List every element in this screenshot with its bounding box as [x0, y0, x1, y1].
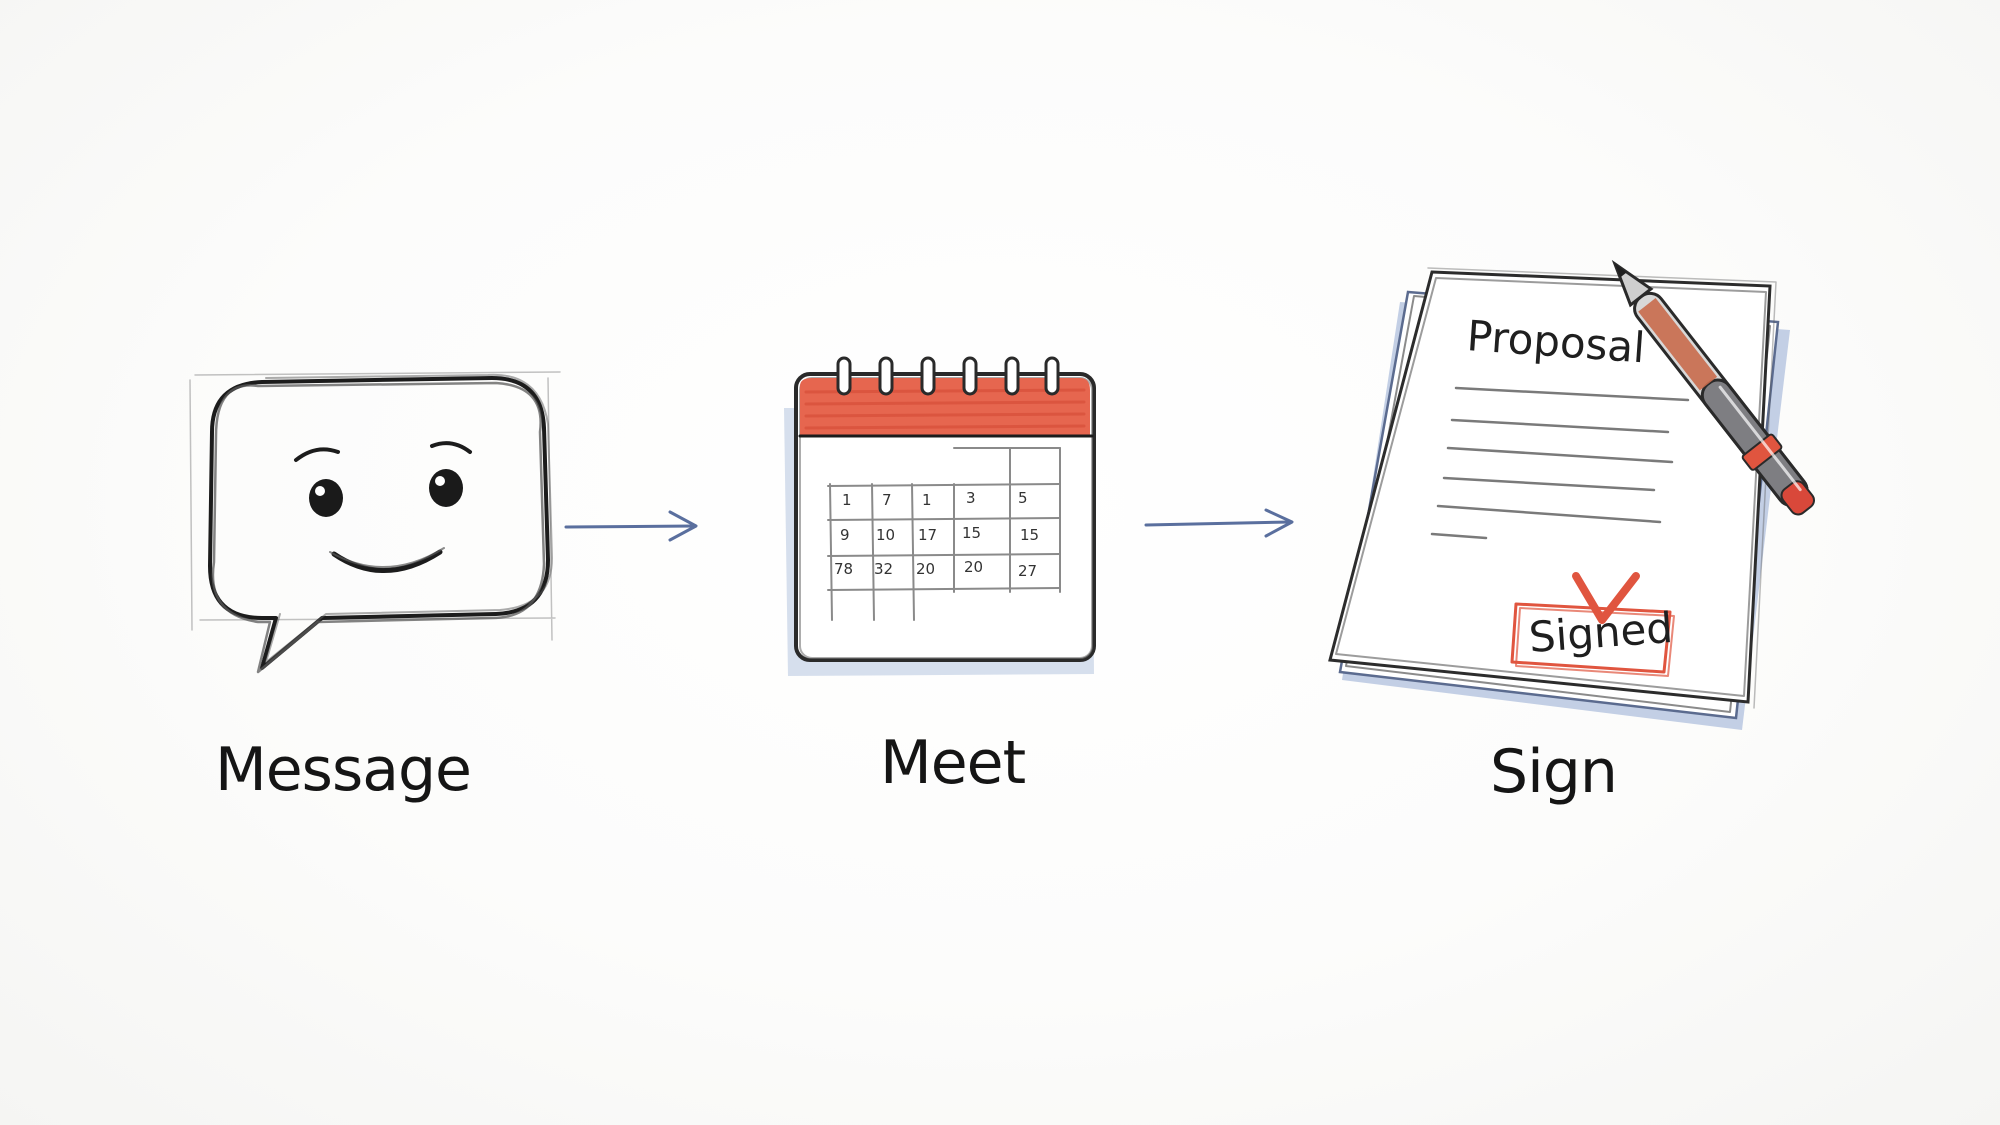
calendar-day: 15 — [962, 524, 981, 542]
calendar-day: 10 — [876, 526, 895, 544]
calendar-day: 27 — [1018, 562, 1037, 580]
calendar-day: 1 — [922, 491, 932, 509]
pen-icon — [1611, 259, 1815, 516]
calendar-day: 1 — [842, 491, 852, 509]
calendar-day: 7 — [882, 491, 892, 509]
calendar-grid — [827, 447, 1061, 621]
signed-proposal-document-icon: Proposal Signed — [1328, 259, 1815, 730]
calendar-day: 17 — [918, 526, 937, 544]
step-label-meet: Meet — [880, 728, 1026, 798]
calendar-icon: 1 7 1 3 5 9 10 17 15 15 78 32 20 20 27 — [784, 356, 1096, 676]
calendar-day: 20 — [964, 558, 983, 576]
step-label-sign: Sign — [1490, 737, 1618, 807]
step-label-message: Message — [215, 735, 472, 805]
document-text-lines — [1430, 386, 1690, 540]
calendar-rings — [836, 356, 1060, 396]
calendar-day: 15 — [1020, 526, 1039, 544]
calendar-day: 9 — [840, 526, 850, 544]
chat-bubble-smiley-icon — [189, 371, 561, 674]
calendar-day: 3 — [966, 489, 976, 507]
calendar-days: 1 7 1 3 5 9 10 17 15 15 78 32 20 20 27 — [834, 489, 1039, 580]
calendar-day: 20 — [916, 560, 935, 578]
arrow-meet-to-sign — [1144, 508, 1294, 538]
calendar-day: 32 — [874, 560, 893, 578]
calendar-day: 5 — [1018, 489, 1028, 507]
signed-stamp: Signed — [1510, 602, 1675, 677]
arrow-message-to-meet — [564, 510, 698, 542]
check-mark-icon — [1572, 572, 1640, 624]
calendar-day: 78 — [834, 560, 853, 578]
